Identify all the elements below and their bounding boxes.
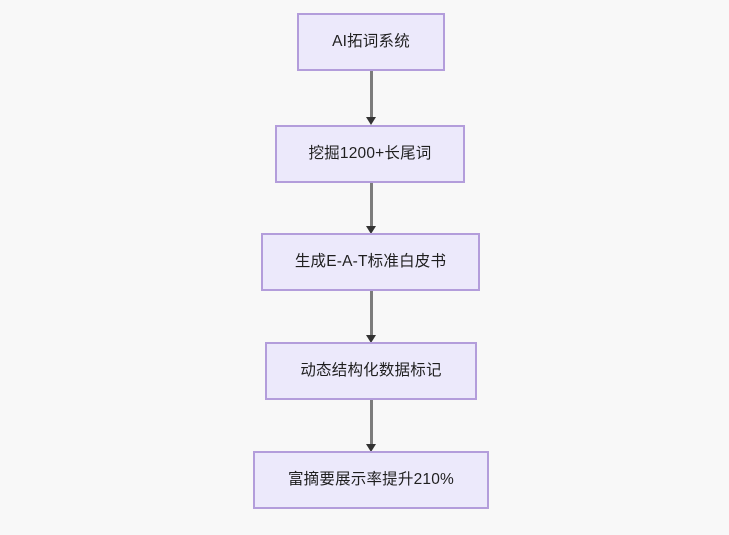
flow-node-ai-keyword-system[interactable]: AI拓词系统 [297, 13, 445, 71]
edge-n4-n5-arrowhead [366, 444, 376, 452]
flow-node-label: 生成E-A-T标准白皮书 [294, 252, 447, 270]
flow-node-dynamic-structured-data-markup[interactable]: 动态结构化数据标记 [265, 342, 477, 400]
edge-n1-n2-arrowhead [366, 117, 376, 125]
edge-n4-n5-line [370, 400, 373, 444]
edge-n2-n3-line [370, 183, 373, 226]
edge-n1-n2-line [370, 71, 373, 117]
flow-node-label: 挖掘1200+长尾词 [308, 144, 432, 162]
edge-n3-n4-line [370, 291, 373, 335]
edge-n3-n4-arrowhead [366, 335, 376, 343]
flow-node-generate-eat-whitepaper[interactable]: 生成E-A-T标准白皮书 [261, 233, 480, 291]
flow-node-label: 富摘要展示率提升210% [287, 470, 455, 488]
flow-node-label: 动态结构化数据标记 [300, 361, 442, 379]
flow-node-label: AI拓词系统 [332, 32, 410, 50]
flow-node-rich-snippet-impression-lift[interactable]: 富摘要展示率提升210% [253, 451, 489, 509]
edge-n2-n3-arrowhead [366, 226, 376, 234]
flow-node-mine-longtail-keywords[interactable]: 挖掘1200+长尾词 [275, 125, 465, 183]
